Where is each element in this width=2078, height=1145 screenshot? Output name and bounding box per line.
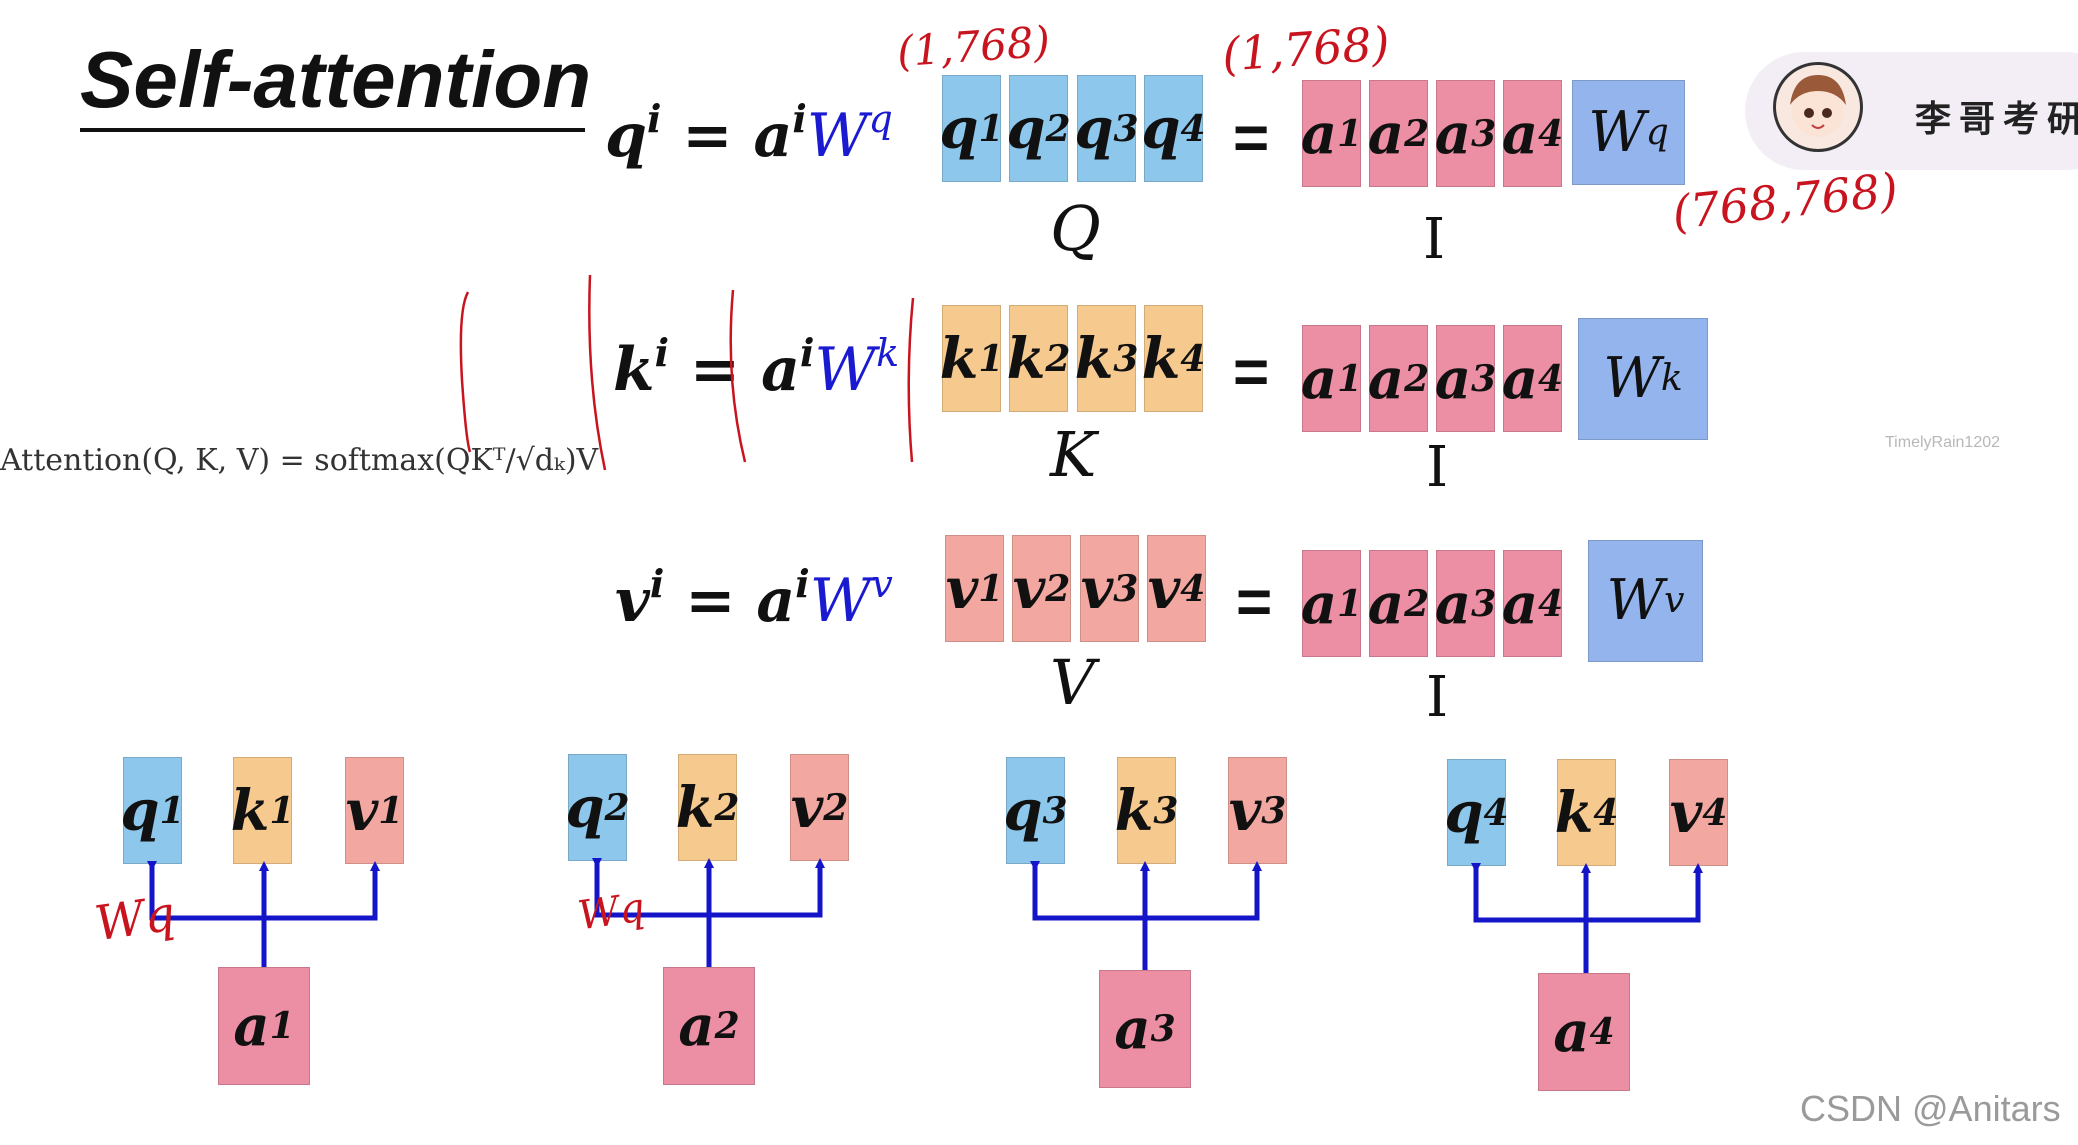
q-equation: qi = aiWq [605, 96, 893, 171]
small-watermark: TimelyRain1202 [1885, 434, 2001, 451]
k-matrix-label: K [1050, 418, 1097, 491]
q-matrix-label: Q [1050, 192, 1101, 265]
avatar-icon [1790, 75, 1846, 137]
title-underline [80, 128, 585, 132]
a-dims-annotation: (1,768) [1220, 16, 1392, 82]
csdn-watermark: CSDN @Anitars [1800, 1088, 2061, 1129]
wq-handwritten-2: Wq [575, 884, 648, 940]
group2-arrows [592, 858, 825, 967]
q-dims-annotation: (1,768) [895, 16, 1052, 77]
wq-handwritten-1: Wq [91, 885, 179, 953]
attention-formula: Attention(Q, K, V) = softmax(QKᵀ/√dₖ)V [0, 443, 599, 478]
input-label-k: I [1426, 435, 1449, 500]
v-equals: = [1236, 568, 1273, 637]
avatar [1773, 62, 1863, 152]
q-equals: = [1233, 104, 1270, 173]
k-equals: = [1233, 338, 1270, 407]
input-label-q: I [1423, 207, 1446, 272]
v-matrix-label: V [1050, 646, 1095, 719]
group4-arrows [1471, 863, 1703, 973]
input-label-v: I [1426, 665, 1449, 730]
badge-text: 李哥考研 [1915, 99, 2078, 140]
v-equation: vi = aiWv [615, 561, 893, 636]
group3-arrows [1030, 861, 1262, 970]
handwritten-brackets [459, 274, 915, 471]
group1-arrows [147, 861, 380, 967]
page-title: Self-attention [80, 35, 592, 124]
